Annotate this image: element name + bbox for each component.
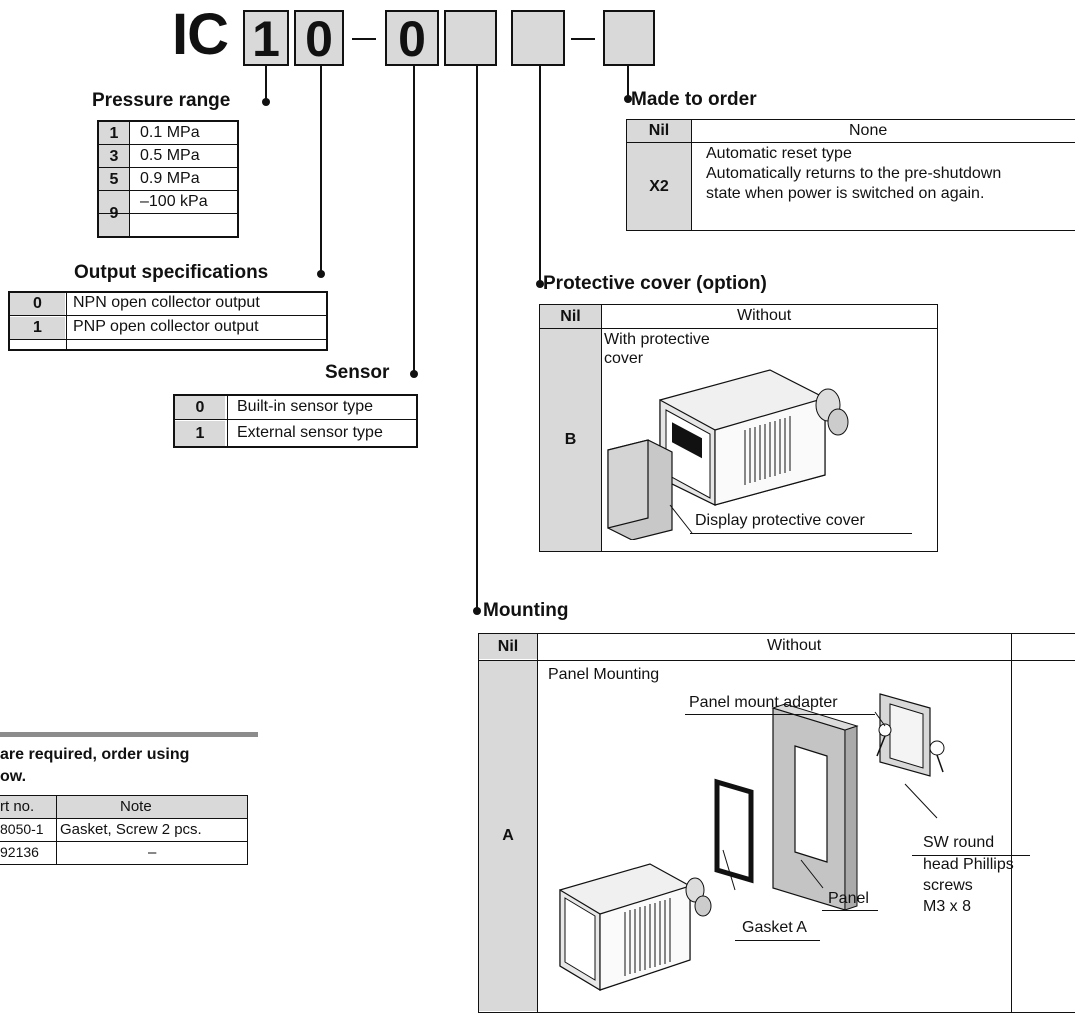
sensor-value-0: Built-in sensor type <box>237 398 374 415</box>
sensor-heading: Sensor <box>325 362 390 383</box>
protective-cover-heading: Protective cover (option) <box>543 273 767 294</box>
leader-protective-cover <box>539 66 541 284</box>
pressure-code-5: 5 <box>99 168 129 191</box>
protective-cover-value-nil: Without <box>737 307 792 324</box>
panel-mount-adapter-callout: Panel mount adapter <box>689 694 838 711</box>
screws-callout-underline <box>912 855 1030 856</box>
part-number-prefix: IC <box>172 2 229 67</box>
protective-cover-code-b: B <box>540 329 601 551</box>
panel-mounting-illustration <box>559 693 945 992</box>
accessories-row1-note: Gasket, Screw 2 pcs. <box>60 821 202 838</box>
leader-sensor <box>413 66 415 374</box>
pressure-value-1: 0.1 MPa <box>140 124 200 141</box>
protective-cover-b-line1: With protective <box>604 331 710 348</box>
protective-cover-callout-line <box>690 533 912 534</box>
sensor-grid <box>173 394 418 448</box>
mounting-grid <box>478 633 1075 1013</box>
part-number-box-made-to-order <box>603 10 655 66</box>
protective-cover-leader <box>669 504 693 534</box>
protective-cover-callout: Display protective cover <box>695 512 865 529</box>
pressure-code-3: 3 <box>99 145 129 168</box>
part-number-box-sensor: 0 <box>385 10 439 66</box>
part-number-box-pressure: 1 <box>243 10 289 66</box>
accessories-header-note: Note <box>120 798 152 815</box>
made-to-order-heading: Made to order <box>631 89 757 110</box>
pressure-range-table <box>97 120 239 238</box>
accessories-table <box>0 795 248 865</box>
screws-callout-2: head Phillips <box>923 856 1014 873</box>
panel-callout: Panel <box>828 890 869 907</box>
part-number-box-protective-cover <box>511 10 565 66</box>
part-number-dash-1 <box>352 38 376 40</box>
mto-x2-line3: state when power is switched on again. <box>706 185 985 202</box>
protective-cover-code-nil: Nil <box>540 305 601 328</box>
accessories-grid <box>0 795 248 865</box>
mounting-a-title: Panel Mounting <box>548 666 660 683</box>
part-number-dash-2 <box>571 38 595 40</box>
accessories-header-partno: rt no. <box>0 798 35 815</box>
mounting-code-a: A <box>479 661 537 1011</box>
accessories-intro-line2: ow. <box>0 768 27 785</box>
mto-x2-line2: Automatically returns to the pre-shutdow… <box>706 165 1002 182</box>
output-code-1: 1 <box>10 317 65 339</box>
accessories-row1-partno: 8050-1 <box>0 821 44 837</box>
pressure-value-3: 0.5 MPa <box>140 147 200 164</box>
leader-protective-cover-dot <box>536 280 544 288</box>
mounting-value-nil: Without <box>767 637 822 654</box>
gasket-callout-underline <box>735 940 820 941</box>
pressure-grid <box>97 120 239 238</box>
protective-cover-illustration <box>607 369 849 540</box>
mto-code-x2: X2 <box>627 143 691 230</box>
leader-output <box>320 66 322 274</box>
leader-pressure-dot <box>262 98 270 106</box>
part-number-box-output: 0 <box>294 10 344 66</box>
pressure-value-9: –100 kPa <box>140 193 208 210</box>
mto-grid <box>626 119 1075 231</box>
pressure-code-1: 1 <box>99 122 129 145</box>
mounting-code-nil: Nil <box>479 634 537 659</box>
leader-mounting <box>476 66 478 611</box>
output-specifications-heading: Output specifications <box>74 262 269 283</box>
output-grid <box>8 291 328 351</box>
sensor-code-0: 0 <box>175 396 225 419</box>
accessories-row2-partno: 92136 <box>0 844 39 860</box>
leader-pressure <box>265 66 267 102</box>
accessories-header-row <box>0 796 247 818</box>
pressure-range-heading: Pressure range <box>92 90 231 111</box>
made-to-order-table <box>626 119 1075 231</box>
accessories-header-bar <box>0 732 258 737</box>
accessories-row2-note: – <box>148 844 157 861</box>
leader-output-dot <box>317 270 325 278</box>
sensor-value-1: External sensor type <box>237 424 383 441</box>
output-value-0: NPN open collector output <box>73 294 260 311</box>
leader-sensor-dot <box>410 370 418 378</box>
screws-callout-1: SW round <box>923 834 995 851</box>
mto-code-nil: Nil <box>627 120 691 142</box>
mto-value-nil: None <box>849 122 888 139</box>
output-code-0: 0 <box>10 293 65 315</box>
sensor-table <box>173 394 418 448</box>
leader-made-to-order <box>627 66 629 98</box>
gasket-callout: Gasket A <box>742 919 807 936</box>
screws-callout-4: M3 x 8 <box>923 898 972 915</box>
leader-made-to-order-dot <box>624 95 632 103</box>
pressure-value-5: 0.9 MPa <box>140 170 200 187</box>
part-number-box-mounting <box>444 10 497 66</box>
leader-mounting-dot <box>473 607 481 615</box>
screws-callout-3: screws <box>923 877 973 894</box>
mto-x2-line1: Automatic reset type <box>706 145 852 162</box>
accessories-intro-line1: are required, order using <box>0 746 190 763</box>
output-specifications-table <box>8 291 328 351</box>
panel-callout-underline <box>822 910 878 911</box>
protective-cover-table <box>539 304 938 552</box>
protective-cover-b-line2: cover <box>604 350 644 367</box>
output-value-1: PNP open collector output <box>73 318 259 335</box>
mounting-heading: Mounting <box>483 600 569 621</box>
sensor-code-1: 1 <box>175 421 225 446</box>
protective-cover-grid <box>539 304 938 552</box>
panel-mount-adapter-underline <box>685 714 875 715</box>
